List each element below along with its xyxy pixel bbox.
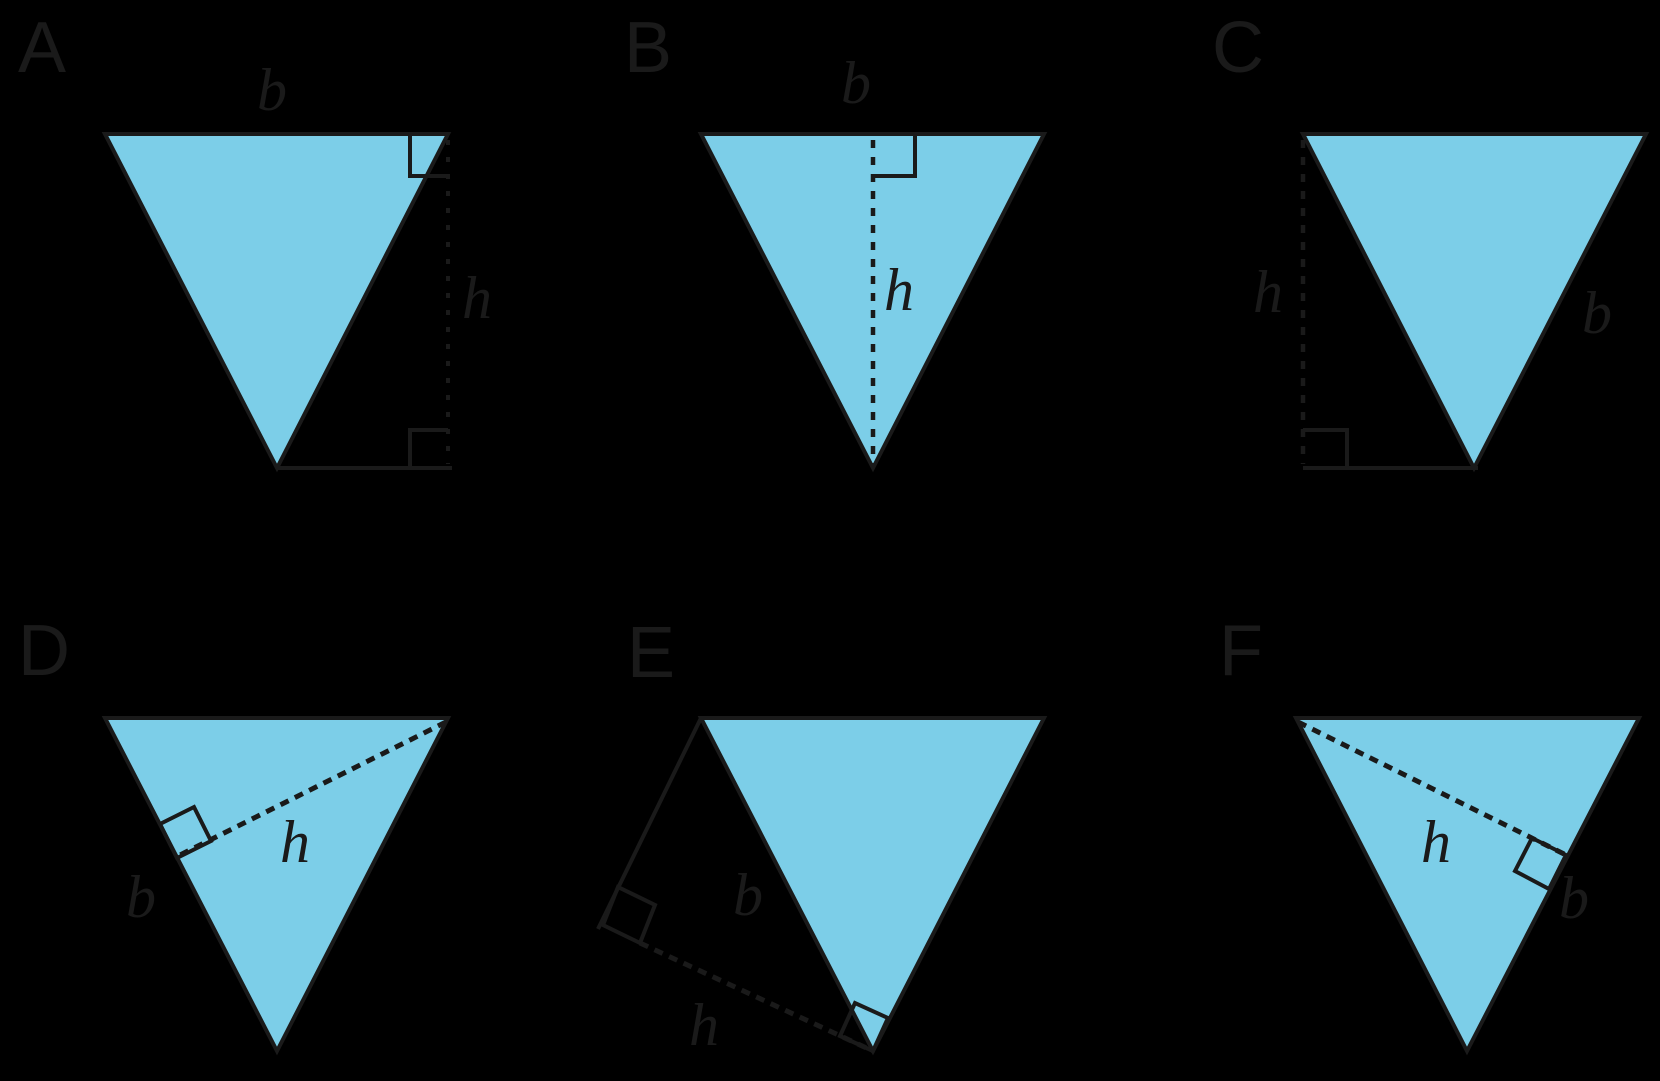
triangle-shape-e: [697, 716, 1048, 1056]
panel-letter-c: C: [1212, 8, 1264, 88]
base-label-d: b: [126, 864, 156, 930]
panel-f: F h b: [1219, 611, 1643, 1056]
panel-letter-d: D: [18, 611, 70, 691]
base-label-e: b: [733, 862, 763, 928]
triangle-shape-a: [101, 132, 452, 473]
panel-e: E b h: [596, 613, 1048, 1058]
right-angle-marker-a-bottom: [408, 428, 448, 468]
panel-a: A b h: [18, 8, 492, 473]
right-angle-marker-f: [1512, 835, 1569, 892]
right-angle-marker-b: [873, 136, 917, 178]
panel-letter-f: F: [1219, 611, 1263, 691]
panel-letter-e: E: [627, 613, 675, 693]
base-label-f: b: [1559, 865, 1589, 931]
right-angle-marker-a-top: [408, 136, 448, 178]
panel-d: D b h: [18, 611, 452, 1056]
height-label-b: h: [884, 257, 914, 323]
panel-b: B b h: [624, 8, 1048, 473]
height-dashed-line-f: [1296, 719, 1568, 858]
height-label-c: h: [1253, 259, 1283, 325]
height-dashed-line-d: [178, 719, 448, 858]
panel-c: C h b: [1212, 8, 1650, 473]
height-label-a: h: [462, 265, 492, 331]
right-angle-marker-d: [157, 804, 214, 861]
height-label-e: h: [689, 992, 719, 1058]
panel-letter-b: B: [624, 8, 672, 88]
height-dashed-line-e: [638, 940, 875, 1054]
right-angle-marker-e-apex: [837, 1000, 891, 1054]
triangle-shape-d: [101, 716, 452, 1056]
base-label-b: b: [841, 50, 871, 116]
panel-letter-a: A: [18, 8, 66, 88]
triangle-shape-c: [1299, 132, 1650, 473]
base-label-a: b: [257, 57, 287, 123]
height-label-d: h: [280, 809, 310, 875]
right-angle-marker-e-junction: [600, 884, 658, 946]
base-label-c: b: [1582, 280, 1612, 346]
right-angle-marker-c: [1303, 428, 1349, 466]
height-label-f: h: [1421, 809, 1451, 875]
